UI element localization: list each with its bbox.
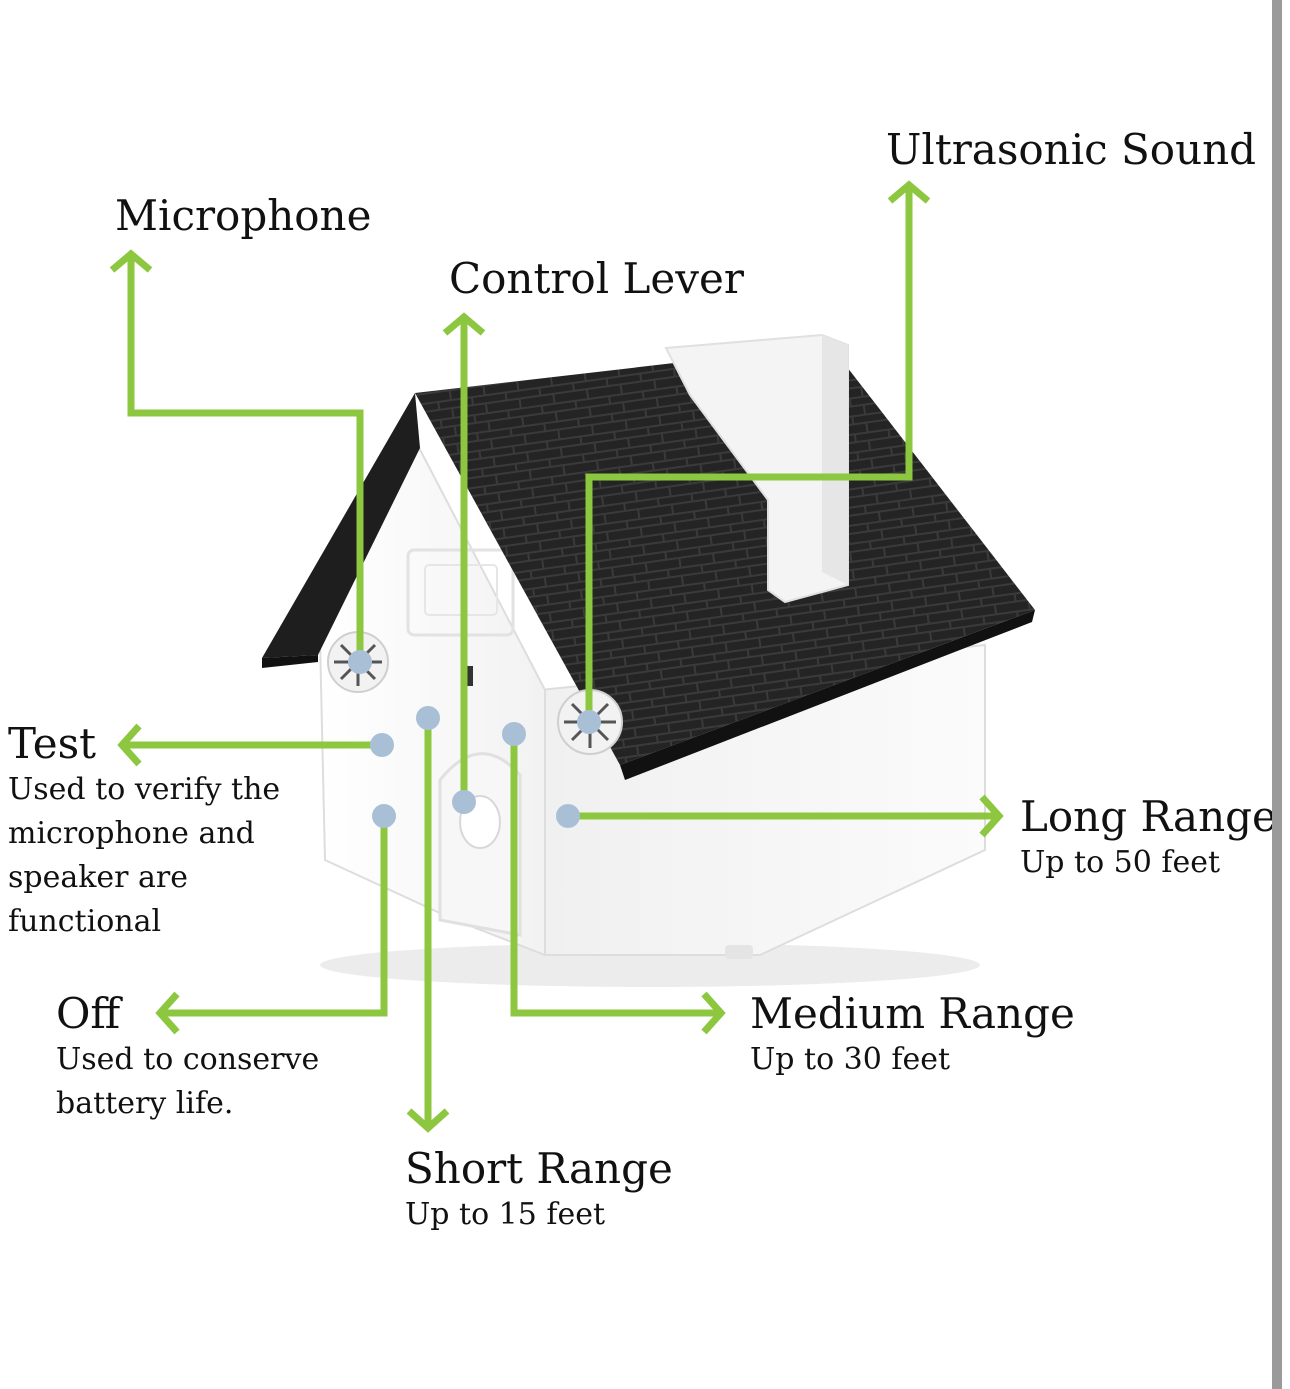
microphone-arrowhead	[109, 249, 153, 273]
medium-range-dot	[502, 722, 526, 746]
test-label: Test	[8, 719, 97, 768]
test-desc-line-2: microphone and	[8, 816, 255, 851]
off-label: Off	[56, 989, 121, 1038]
control-lever-label: Control Lever	[449, 254, 744, 303]
short-range-label: Short Range	[405, 1144, 673, 1193]
test-desc-line-1: Used to verify the	[8, 772, 281, 807]
short-range-desc: Up to 15 feet	[405, 1197, 606, 1232]
off-label-block: Off Used to conserve battery life.	[56, 990, 319, 1126]
long-range-dot	[556, 804, 580, 828]
off-callout-line	[163, 816, 388, 1017]
off-desc-line-2: battery life.	[56, 1086, 234, 1121]
medium-range-callout-line	[510, 734, 718, 1017]
control-lever-dot	[452, 790, 476, 814]
test-desc-line-3: speaker are	[8, 860, 189, 895]
test-label-block: Test Used to verify the microphone and s…	[8, 720, 280, 944]
control-lever-arrowhead	[442, 312, 486, 336]
off-dot	[372, 804, 396, 828]
microphone-callout-line	[127, 257, 364, 662]
medium-range-arrowhead	[701, 991, 726, 1035]
long-range-label-block: Long Range Up to 50 feet	[1020, 793, 1277, 885]
short-range-arrowhead	[406, 1108, 450, 1133]
roof	[262, 345, 1035, 780]
test-arrowhead	[117, 723, 142, 767]
long-range-arrowhead	[979, 794, 1004, 838]
medium-range-label-block: Medium Range Up to 30 feet	[750, 990, 1075, 1082]
short-range-dot	[416, 706, 440, 730]
ultrasonic-arrowhead	[887, 180, 931, 204]
short-range-label-block: Short Range Up to 15 feet	[405, 1145, 673, 1237]
chimney	[664, 333, 849, 604]
test-dot	[370, 733, 394, 757]
ultrasonic-sound-label: Ultrasonic Sound	[886, 125, 1257, 174]
test-desc-line-4: functional	[8, 904, 162, 939]
off-desc-line-1: Used to conserve	[56, 1042, 320, 1077]
microphone-dot	[348, 650, 372, 674]
ultrasonic-callout-line	[585, 188, 913, 722]
right-edge-bar	[1272, 0, 1282, 1389]
microphone-label: Microphone	[115, 191, 372, 240]
medium-range-desc: Up to 30 feet	[750, 1042, 951, 1077]
long-range-label: Long Range	[1020, 792, 1277, 841]
ultrasonic-dot	[577, 710, 601, 734]
long-range-desc: Up to 50 feet	[1020, 845, 1221, 880]
medium-range-label: Medium Range	[750, 989, 1075, 1038]
off-arrowhead	[155, 991, 180, 1035]
